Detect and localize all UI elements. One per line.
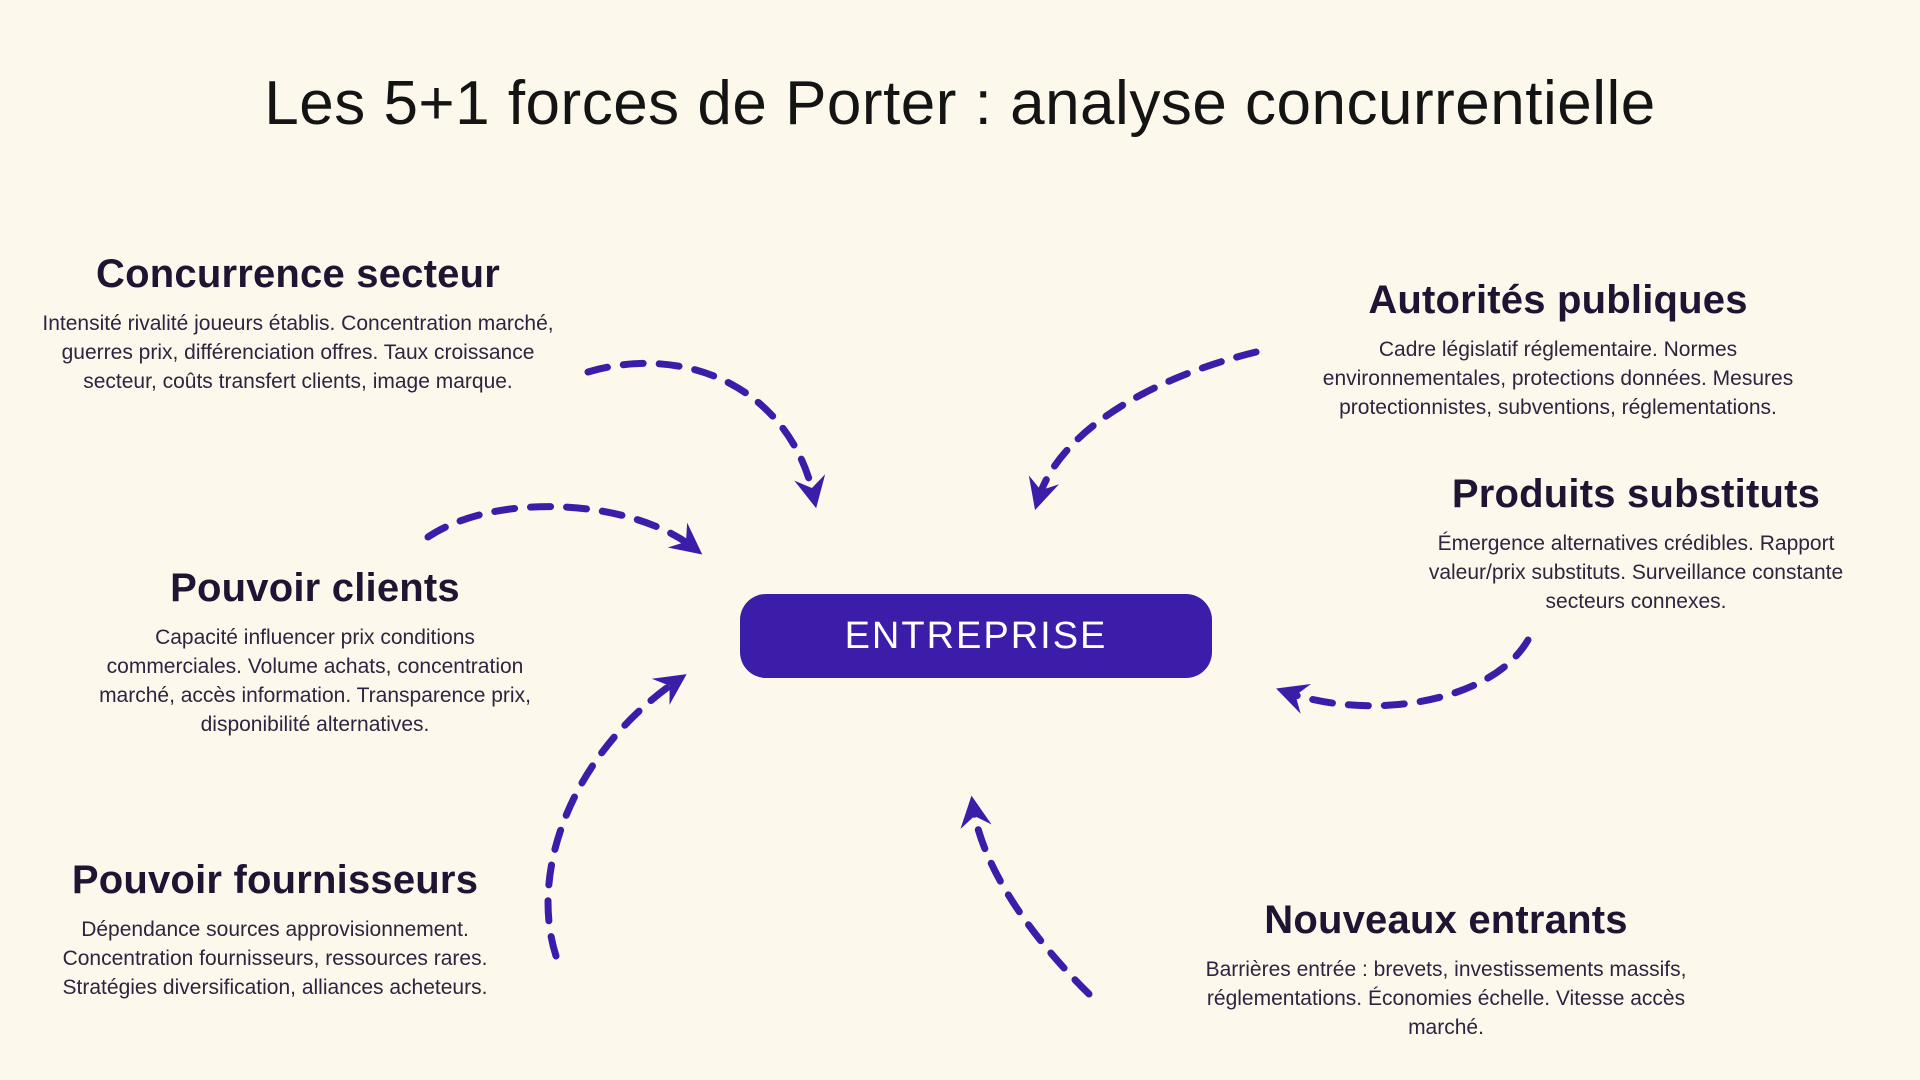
arrow-autorites-to-entreprise-icon <box>1028 348 1260 511</box>
force-nouveaux-entrants: Nouveaux entrants Barrières entrée : bre… <box>1178 898 1714 1042</box>
force-title: Nouveaux entrants <box>1264 898 1628 942</box>
force-description: Émergence alternatives crédibles. Rappor… <box>1428 532 1844 613</box>
force-title: Produits substituts <box>1451 472 1821 516</box>
force-description: Intensité rivalité joueurs établis. Conc… <box>42 312 554 393</box>
entreprise-label: ENTREPRISE <box>844 614 1108 657</box>
force-title: Autorités publiques <box>1368 278 1748 322</box>
force-title: Pouvoir fournisseurs <box>71 858 479 902</box>
force-pouvoir-fournisseurs: Pouvoir fournisseurs Dépendance sources … <box>40 858 510 1002</box>
arrow-concurrence-to-entreprise-icon <box>584 359 826 509</box>
force-pouvoir-clients: Pouvoir clients Capacité influencer prix… <box>85 566 545 739</box>
force-title: Concurrence secteur <box>96 252 500 296</box>
entreprise-pill: ENTREPRISE <box>740 594 1212 678</box>
force-autorites-publiques: Autorités publiques Cadre législatif rég… <box>1296 278 1820 422</box>
force-description: Dépendance sources approvisionnement. Co… <box>62 918 488 999</box>
force-title: Pouvoir clients <box>170 566 460 610</box>
arrow-entrants-to-entreprise-icon <box>960 795 1093 998</box>
force-concurrence-secteur: Concurrence secteur Intensité rivalité j… <box>40 252 556 396</box>
force-description: Barrières entrée : brevets, investisseme… <box>1205 958 1687 1039</box>
arrow-clients-to-entreprise-icon <box>424 503 703 555</box>
force-produits-substituts: Produits substituts Émergence alternativ… <box>1408 472 1864 616</box>
arrow-substituts-to-entreprise-icon <box>1276 636 1532 714</box>
force-description: Cadre législatif réglementaire. Normes e… <box>1322 338 1794 419</box>
force-description: Capacité influencer prix conditions comm… <box>99 626 531 736</box>
page-title: Les 5+1 forces de Porter : analyse concu… <box>264 69 1656 138</box>
arrow-fournisseurs-to-entreprise-icon <box>544 674 687 960</box>
